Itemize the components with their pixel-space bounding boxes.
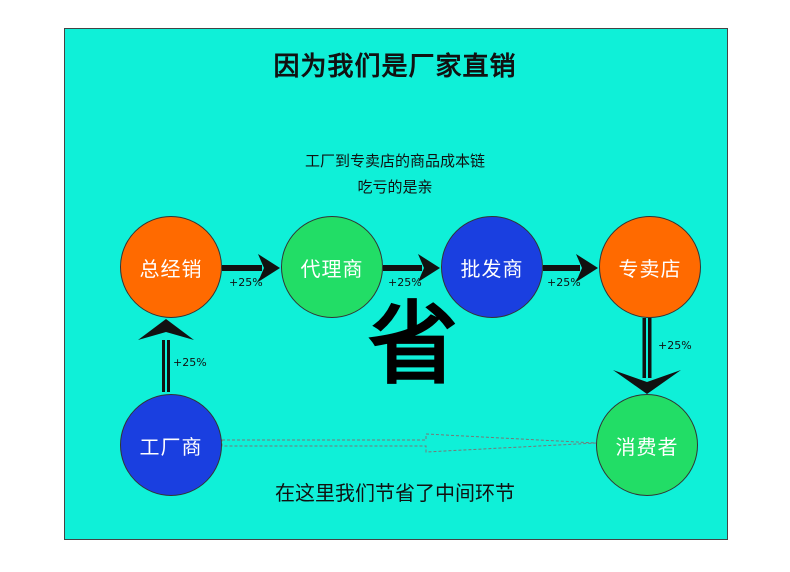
arrow-wholesaler-to-store — [543, 254, 598, 282]
node-consumer: 消费者 — [596, 394, 698, 496]
arrow-factory-to-distributor — [138, 319, 194, 392]
node-factory: 工厂商 — [120, 394, 222, 496]
markup-label-distributor-to-agent: +25% — [229, 276, 263, 289]
arrow-agent-to-wholesaler — [383, 254, 440, 282]
diagram-title: 因为我们是厂家直销 — [273, 52, 517, 82]
markup-label-wholesaler-to-store: +25% — [547, 276, 581, 289]
node-agent: 代理商 — [281, 216, 383, 318]
node-store: 专卖店 — [599, 216, 701, 318]
bottom-note: 在这里我们节省了中间环节 — [275, 481, 515, 505]
arrow-store-to-consumer — [613, 318, 681, 394]
save-character: 省 — [368, 292, 458, 397]
subtitle-line-2: 吃亏的是亲 — [357, 178, 433, 196]
arrow-factory-to-consumer-bypass — [221, 433, 597, 453]
markup-label-factory-to-distributor: +25% — [173, 356, 207, 369]
markup-label-store-to-consumer: +25% — [658, 339, 692, 352]
node-distributor: 总经销 — [120, 216, 222, 318]
arrow-distributor-to-agent — [222, 254, 280, 282]
node-wholesaler: 批发商 — [441, 216, 543, 318]
markup-label-agent-to-wholesaler: +25% — [388, 276, 422, 289]
subtitle-line-1: 工厂到专卖店的商品成本链 — [304, 152, 485, 170]
